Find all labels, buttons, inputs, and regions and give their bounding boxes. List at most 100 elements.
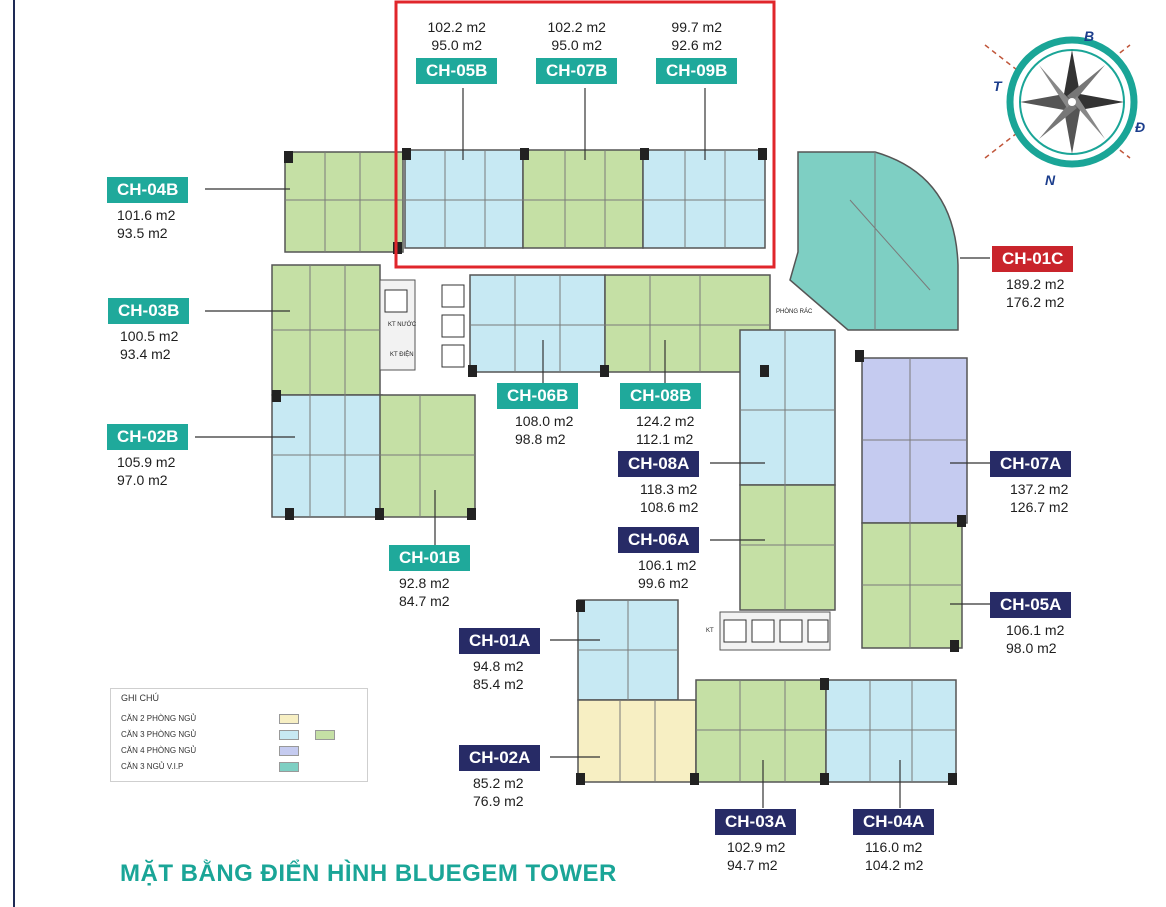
area-gross: 99.7 m2	[671, 19, 722, 35]
unit-ch04a-block	[825, 679, 957, 783]
area-gross: 85.2 m2	[473, 775, 524, 791]
unit-code: CH-06B	[497, 383, 579, 409]
unit-code: CH-08A	[618, 451, 700, 477]
area-gross: 105.9 m2	[117, 454, 176, 470]
unit-code: CH-01A	[459, 628, 541, 654]
unit-label-ch03a: CH-03A 102.9 m2 94.7 m2	[715, 809, 797, 874]
legend-swatch-teal	[279, 762, 299, 772]
room-phong-rac: PHÒNG RÁC	[776, 308, 813, 315]
area-gross: 102.2 m2	[427, 19, 486, 35]
unit-code: CH-02A	[459, 745, 541, 771]
page-title: MẶT BẰNG ĐIỂN HÌNH BLUEGEM TOWER	[120, 860, 617, 887]
area-gross: 100.5 m2	[120, 328, 179, 344]
unit-ch02a-block	[577, 699, 697, 783]
area-net: 93.4 m2	[120, 346, 171, 362]
compass-south-letter: N	[1045, 172, 1056, 188]
unit-ch06b-block	[469, 274, 606, 373]
unit-label-ch03b: CH-03B 100.5 m2 93.4 m2	[108, 298, 190, 363]
unit-code: CH-04A	[853, 809, 935, 835]
area-net: 97.0 m2	[117, 472, 168, 488]
legend-swatch-blue	[279, 730, 299, 740]
unit-label-ch01c: CH-01C 189.2 m2 176.2 m2	[992, 246, 1074, 311]
unit-label-ch02b: CH-02B 105.9 m2 97.0 m2	[107, 424, 189, 489]
unit-label-ch05b: 102.2 m2 95.0 m2 CH-05B	[416, 18, 498, 84]
unit-label-ch01a: CH-01A 94.8 m2 85.4 m2	[459, 628, 541, 693]
area-net: 92.6 m2	[671, 37, 722, 53]
area-net: 95.0 m2	[431, 37, 482, 53]
area-gross: 118.3 m2	[640, 481, 698, 497]
unit-ch03a-block	[695, 679, 827, 783]
area-net: 94.7 m2	[727, 857, 778, 873]
legend-title: GHI CHÚ	[121, 693, 159, 703]
area-gross: 116.0 m2	[865, 839, 923, 855]
area-gross: 94.8 m2	[473, 658, 524, 674]
unit-code: CH-06A	[618, 527, 700, 553]
unit-label-ch08b: CH-08B 124.2 m2 112.1 m2	[620, 383, 702, 448]
unit-label-ch09b: 99.7 m2 92.6 m2 CH-09B	[656, 18, 738, 84]
unit-code: CH-05B	[416, 58, 498, 84]
legend-swatch-purple	[279, 746, 299, 756]
highlight-box	[394, 0, 776, 269]
area-gross: 102.2 m2	[547, 19, 606, 35]
area-net: 104.2 m2	[865, 857, 924, 873]
area-net: 93.5 m2	[117, 225, 168, 241]
unit-code: CH-05A	[990, 592, 1072, 618]
unit-code: CH-01B	[389, 545, 471, 571]
area-gross: 106.1 m2	[638, 557, 697, 573]
area-gross: 124.2 m2	[636, 413, 695, 429]
unit-label-ch02a: CH-02A 85.2 m2 76.9 m2	[459, 745, 541, 810]
compass-icon	[984, 36, 1138, 168]
unit-ch01c-block	[789, 151, 959, 331]
unit-label-ch04a: CH-04A 116.0 m2 104.2 m2	[853, 809, 935, 874]
compass-east-letter: Đ	[1135, 119, 1146, 135]
area-net: 95.0 m2	[551, 37, 602, 53]
unit-label-ch04b: CH-04B 101.6 m2 93.5 m2	[107, 177, 189, 242]
unit-ch04b-block	[284, 151, 404, 253]
legend-row-2br: CĂN 2 PHÒNG NGỦ	[121, 714, 197, 723]
legend-swatch-green	[315, 730, 335, 740]
unit-code: CH-04B	[107, 177, 189, 203]
unit-code: CH-01C	[992, 246, 1074, 272]
area-gross: 102.9 m2	[727, 839, 786, 855]
area-gross: 92.8 m2	[399, 575, 450, 591]
unit-ch08a-block	[739, 329, 836, 486]
area-net: 176.2 m2	[1006, 294, 1065, 310]
unit-code: CH-02B	[107, 424, 189, 450]
compass-west-letter: T	[993, 78, 1002, 94]
area-gross: 137.2 m2	[1010, 481, 1069, 497]
unit-label-ch06a: CH-06A 106.1 m2 99.6 m2	[618, 527, 700, 592]
area-gross: 101.6 m2	[117, 207, 176, 223]
unit-label-ch08a: CH-08A 118.3 m2 108.6 m2	[618, 451, 700, 516]
area-net: 112.1 m2	[636, 431, 694, 447]
area-net: 126.7 m2	[1010, 499, 1069, 515]
area-gross: 108.0 m2	[515, 413, 574, 429]
unit-ch09b-block	[642, 149, 766, 249]
area-gross: 106.1 m2	[1006, 622, 1065, 638]
unit-label-ch07a: CH-07A 137.2 m2 126.7 m2	[990, 451, 1072, 516]
area-net: 76.9 m2	[473, 793, 524, 809]
room-kt: KT	[706, 628, 714, 634]
area-net: 108.6 m2	[640, 499, 699, 515]
unit-label-ch05a: CH-05A 106.1 m2 98.0 m2	[990, 592, 1072, 657]
unit-code: CH-03A	[715, 809, 797, 835]
legend-row-vip: CĂN 3 NGỦ V.I.P	[121, 762, 184, 771]
unit-ch02b-block	[271, 394, 383, 518]
room-kt-dien: KT ĐIỆN	[390, 350, 414, 358]
legend-swatch-yellow	[279, 714, 299, 724]
unit-code: CH-09B	[656, 58, 738, 84]
area-net: 98.0 m2	[1006, 640, 1057, 656]
unit-code: CH-08B	[620, 383, 702, 409]
unit-ch06a-block	[739, 484, 836, 611]
unit-code: CH-07B	[536, 58, 618, 84]
unit-ch05b-block	[404, 149, 524, 249]
area-net: 98.8 m2	[515, 431, 566, 447]
area-net: 84.7 m2	[399, 593, 450, 609]
area-gross: 189.2 m2	[1006, 276, 1065, 292]
unit-label-ch07b: 102.2 m2 95.0 m2 CH-07B	[536, 18, 618, 84]
unit-label-ch06b: CH-06B 108.0 m2 98.8 m2	[497, 383, 579, 448]
unit-code: CH-07A	[990, 451, 1072, 477]
unit-label-ch01b: CH-01B 92.8 m2 84.7 m2	[389, 545, 471, 610]
area-net: 85.4 m2	[473, 676, 524, 692]
room-kt-nuoc: KT NƯỚC	[388, 321, 417, 328]
